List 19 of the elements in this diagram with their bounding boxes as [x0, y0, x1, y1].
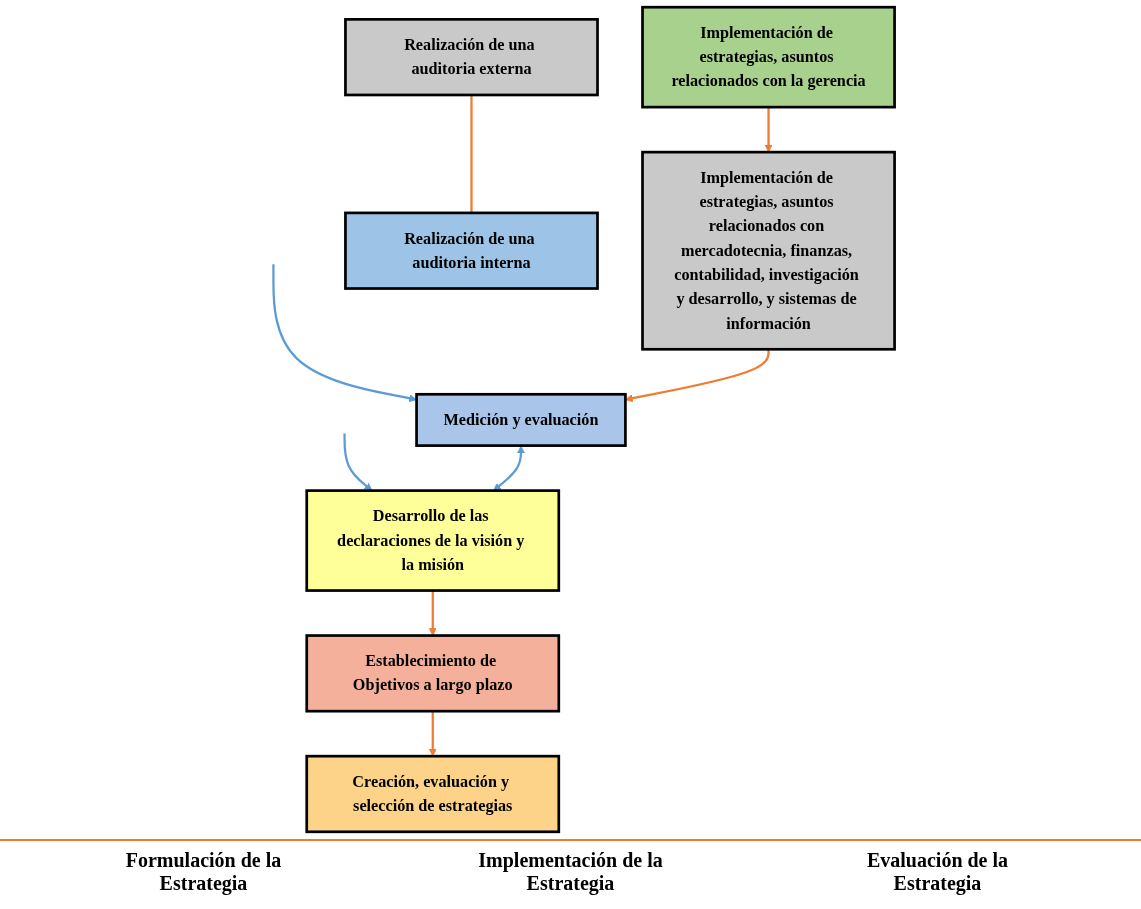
arrow: [764, 107, 773, 153]
arrow: [493, 445, 525, 491]
arrow: [272, 264, 417, 403]
phase-label: Implementación de la Estrategia: [477, 849, 664, 895]
arrow: [625, 349, 770, 403]
node-box: Desarrollo de las declaraciones de la visión y la misión: [305, 489, 561, 592]
phase-label: Evaluación de la Estrategia: [865, 849, 1010, 895]
arrow: [343, 433, 373, 491]
node-box: Implementación de estrategias, asuntos relacionados con mercadotecnia, finanzas, contabilidad, investigación y desarrollo, y sistemas de información: [641, 150, 896, 351]
arrow: [428, 590, 437, 636]
arrow: [428, 711, 437, 757]
node-box: Realización de una auditoria interna: [344, 211, 599, 290]
node-box: Implementación de estrategias, asuntos relacionados con la gerencia: [641, 5, 896, 109]
node-box: Medición y evaluación: [415, 392, 627, 447]
node-box: Establecimiento de Objetivos a largo plazo: [305, 634, 561, 713]
node-box: Realización de una auditoria externa: [344, 18, 599, 97]
node-box: Creación, evaluación y selección de estrategias: [305, 754, 561, 834]
connector: [470, 94, 473, 213]
phase-label: Formulación de la Estrategia: [124, 849, 283, 895]
